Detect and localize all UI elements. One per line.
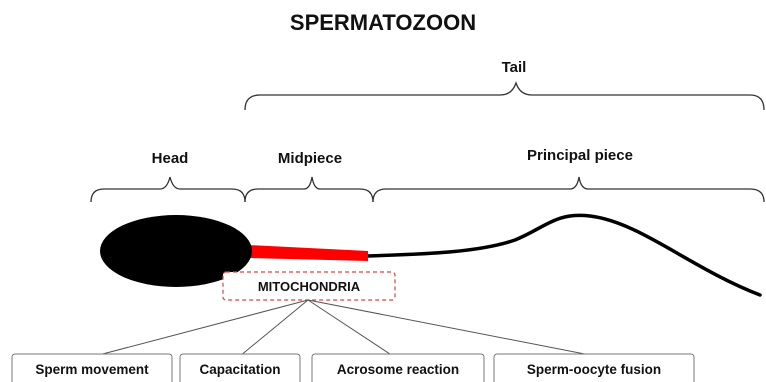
- principal-piece-label: Principal piece: [527, 147, 633, 164]
- function-label: Capacitation: [199, 362, 280, 377]
- head-brace: [91, 177, 245, 202]
- sperm-tail: [368, 215, 760, 295]
- function-box-sperm-oocyte-fusion: Sperm-oocyte fusion: [494, 354, 694, 382]
- head-label: Head: [152, 150, 189, 167]
- function-label: Sperm movement: [35, 362, 149, 377]
- connector-lines: [95, 300, 595, 356]
- diagram-title: SPERMATOZOON: [290, 10, 476, 35]
- midpiece-label: Midpiece: [278, 150, 342, 167]
- function-label: Acrosome reaction: [337, 362, 459, 377]
- tail-brace: [245, 83, 764, 110]
- function-box-acrosome-reaction: Acrosome reaction: [312, 354, 484, 382]
- principal-piece-brace: [373, 177, 764, 202]
- tail-label: Tail: [502, 59, 527, 76]
- midpiece-brace: [245, 177, 373, 202]
- function-box-sperm-movement: Sperm movement: [12, 354, 172, 382]
- sperm-midpiece: [248, 245, 368, 261]
- function-box-capacitation: Capacitation: [180, 354, 300, 382]
- mitochondria-label: MITOCHONDRIA: [258, 279, 361, 294]
- function-label: Sperm-oocyte fusion: [527, 362, 661, 377]
